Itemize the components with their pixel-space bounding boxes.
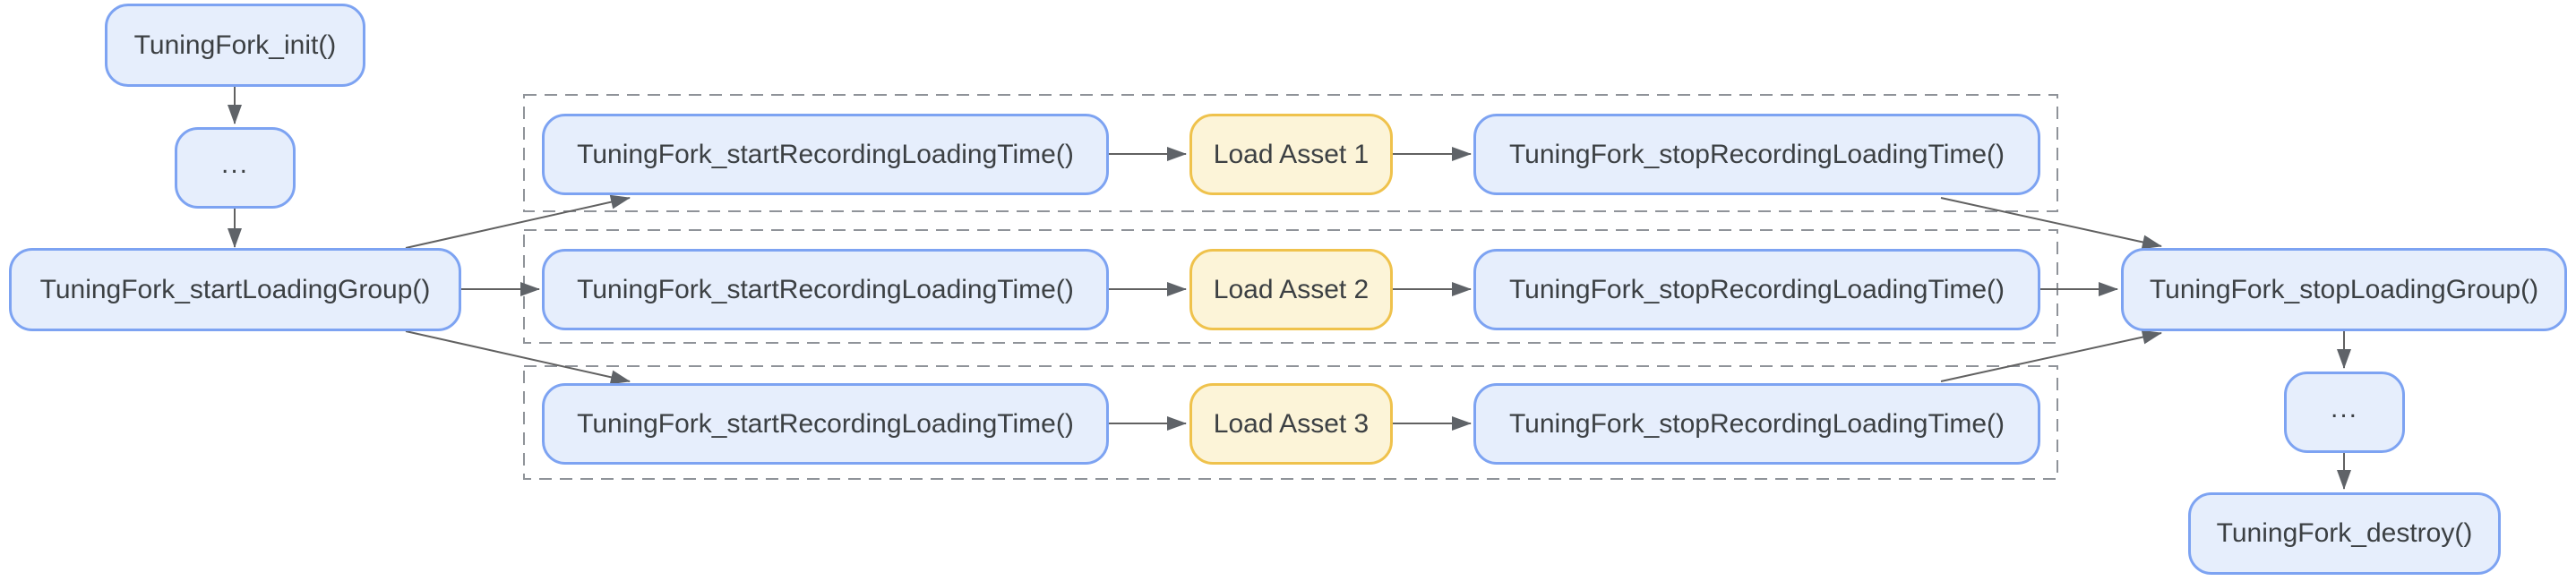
node-label: TuningFork_startRecordingLoadingTime()	[577, 139, 1074, 169]
node-row1-stop-recording: TuningFork_stopRecordingLoadingTime()	[1473, 114, 2040, 195]
node-label: Load Asset 1	[1213, 139, 1370, 169]
node-label: Load Asset 2	[1213, 274, 1370, 304]
node-label: TuningFork_startRecordingLoadingTime()	[577, 274, 1074, 304]
node-label: Load Asset 3	[1213, 408, 1370, 439]
node-label: TuningFork_startLoadingGroup()	[39, 274, 431, 304]
node-label: TuningFork_init()	[133, 30, 337, 60]
node-row2-start-recording: TuningFork_startRecordingLoadingTime()	[542, 249, 1109, 330]
node-label: TuningFork_stopLoadingGroup()	[2149, 274, 2539, 304]
node-start-loading-group: TuningFork_startLoadingGroup()	[9, 248, 461, 331]
node-label: TuningFork_stopRecordingLoadingTime()	[1508, 274, 2005, 304]
node-row1-start-recording: TuningFork_startRecordingLoadingTime()	[542, 114, 1109, 195]
node-tuningfork-init: TuningFork_init()	[105, 4, 365, 87]
node-label: TuningFork_destroy()	[2216, 518, 2473, 548]
node-label: TuningFork_stopRecordingLoadingTime()	[1508, 408, 2005, 439]
node-tuningfork-destroy: TuningFork_destroy()	[2188, 492, 2501, 575]
edge-row1-to-stopgroup	[1940, 197, 2162, 250]
node-ellipsis-top: ...	[175, 127, 296, 209]
node-row3-stop-recording: TuningFork_stopRecordingLoadingTime()	[1473, 383, 2040, 465]
group-frame-row1	[523, 94, 2058, 212]
node-row2-stop-recording: TuningFork_stopRecordingLoadingTime()	[1473, 249, 2040, 330]
node-row3-load-asset: Load Asset 3	[1189, 383, 1393, 465]
edge-startgroup-to-row1	[405, 194, 631, 249]
node-ellipsis-bottom: ...	[2284, 372, 2405, 453]
node-label: TuningFork_stopRecordingLoadingTime()	[1508, 139, 2005, 169]
node-label: ...	[2330, 393, 2358, 423]
node-row1-load-asset: Load Asset 1	[1189, 114, 1393, 195]
node-label: TuningFork_startRecordingLoadingTime()	[577, 408, 1074, 439]
edge-startgroup-to-row3	[405, 330, 631, 385]
node-row2-load-asset: Load Asset 2	[1189, 249, 1393, 330]
node-stop-loading-group: TuningFork_stopLoadingGroup()	[2121, 248, 2567, 331]
node-row3-start-recording: TuningFork_startRecordingLoadingTime()	[542, 383, 1109, 465]
node-label: ...	[220, 149, 249, 179]
edge-row3-to-stopgroup	[1940, 329, 2162, 382]
group-frame-row3	[523, 365, 2058, 480]
